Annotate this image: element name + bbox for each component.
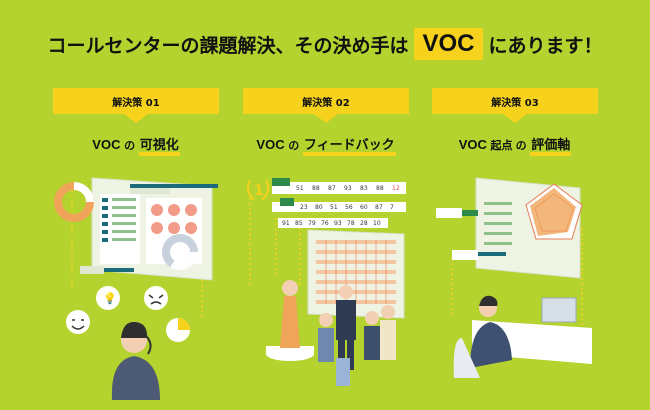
solution-column-3: 解決策 03 VOC 起点 の 評価軸 <box>432 88 598 156</box>
ranking-cell: 76 <box>321 220 329 227</box>
ranking-cell: 51 <box>296 185 304 192</box>
ranking-cell: 7 <box>390 204 394 211</box>
title-prefix: VOC <box>256 137 285 152</box>
title-particle: 起点 の <box>490 140 527 152</box>
headline-before: コールセンターの課題解決、その決め手は <box>47 34 409 57</box>
rank-badge: 1 <box>254 183 264 199</box>
ranking-cell: 80 <box>315 204 323 211</box>
headline-voc-highlight: VOC <box>414 28 483 60</box>
ranking-row-3: 91 85 79 76 93 78 28 10 <box>282 220 381 227</box>
ranking-cell: 12 <box>392 185 400 192</box>
ranking-cell: 87 <box>328 185 336 192</box>
ranking-cell: 83 <box>360 185 368 192</box>
ranking-cell: 51 <box>330 204 338 211</box>
title-particle: の <box>124 140 136 152</box>
svg-text:💡: 💡 <box>103 292 117 305</box>
ranking-row-1: 51 88 87 93 83 88 12 <box>296 185 400 192</box>
title-emphasis: 可視化 <box>138 137 180 156</box>
title-prefix: VOC <box>458 137 487 152</box>
solution-column-1: 解決策 01 VOC の 可視化 <box>53 88 219 156</box>
ranking-cell: 88 <box>376 185 384 192</box>
ranking-cell: 28 <box>360 220 368 227</box>
solution-title-1: VOC の 可視化 <box>53 134 219 156</box>
ranking-cell: 78 <box>347 220 355 227</box>
ranking-cell: 88 <box>312 185 320 192</box>
solution-column-2: 解決策 02 VOC の フィードバック <box>243 88 409 156</box>
ranking-row-2: 23 80 51 56 60 87 7 <box>300 204 394 211</box>
solution-title-3: VOC 起点 の 評価軸 <box>432 134 598 156</box>
solution-banner-2: 解決策 02 <box>243 88 409 123</box>
title-emphasis: フィードバック <box>302 137 396 156</box>
ranking-cell: 91 <box>282 220 290 227</box>
ranking-cell: 56 <box>345 204 353 211</box>
headline-after: にあります！ <box>488 34 603 57</box>
solution-banner-1: 解決策 01 <box>53 88 219 123</box>
ranking-cell: 60 <box>360 204 368 211</box>
ranking-cell: 85 <box>295 220 303 227</box>
headline: コールセンターの課題解決、その決め手は VOC にあります！ <box>0 24 650 64</box>
ranking-cell: 23 <box>300 204 308 211</box>
solution-title-2: VOC の フィードバック <box>243 134 409 156</box>
visualization-illustration: 💡 <box>54 177 218 400</box>
ranking-cell: 93 <box>344 185 352 192</box>
evaluation-illustration <box>436 177 592 378</box>
title-particle: の <box>288 140 300 152</box>
title-prefix: VOC <box>92 137 121 152</box>
ranking-cell: 79 <box>308 220 316 227</box>
ranking-cell: 87 <box>375 204 383 211</box>
title-emphasis: 評価軸 <box>530 137 572 156</box>
ranking-cell: 93 <box>334 220 342 227</box>
ranking-cell: 10 <box>373 220 381 227</box>
solution-banner-3: 解決策 03 <box>432 88 598 123</box>
